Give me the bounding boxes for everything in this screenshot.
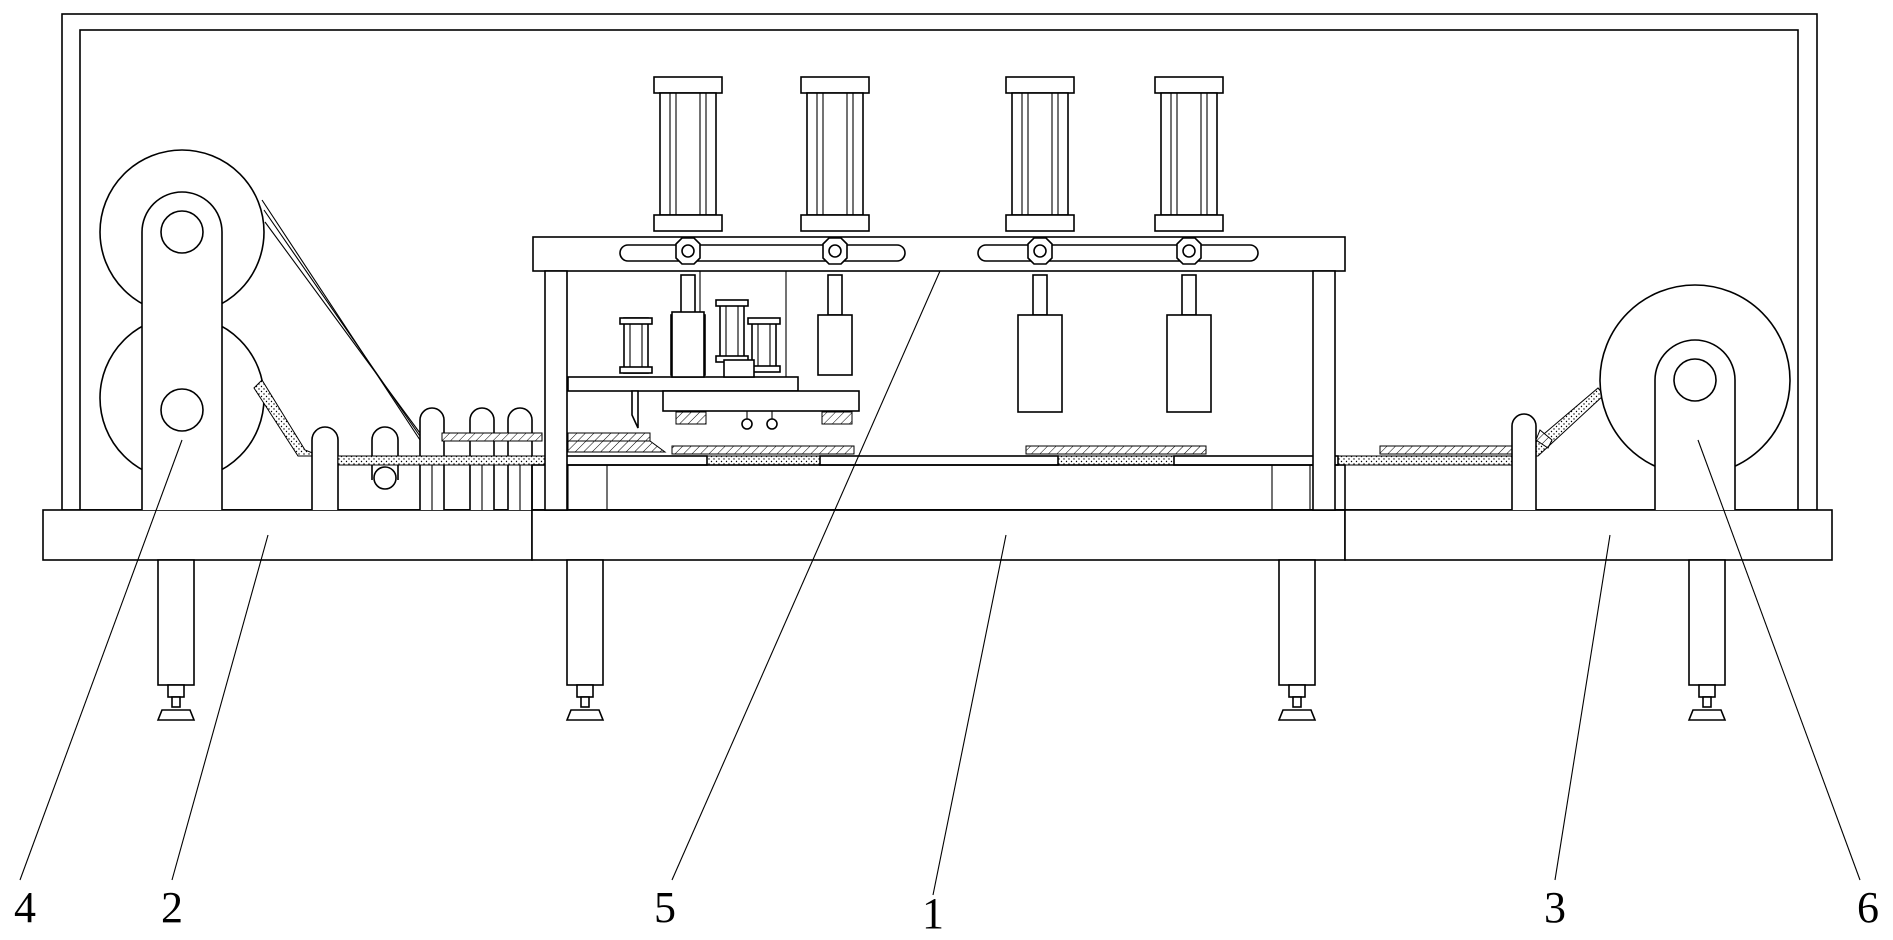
main-platform <box>531 509 1346 561</box>
gantry-frame <box>532 236 1346 511</box>
cylinder <box>1005 76 1075 413</box>
cylinders <box>653 76 1224 413</box>
leg <box>1687 559 1727 721</box>
discharge-platform <box>1344 509 1833 561</box>
label-5: 5 <box>654 883 676 932</box>
cutting-head <box>567 271 860 430</box>
leg <box>565 559 605 721</box>
leader-lines <box>19 270 1861 896</box>
leg <box>1277 559 1317 721</box>
support-legs <box>156 559 1727 721</box>
unwind-roll-assembly <box>99 149 265 510</box>
web-strip <box>337 432 1519 466</box>
rewind-roll-assembly <box>1516 284 1791 510</box>
cylinder <box>800 76 870 376</box>
feed-platform <box>42 509 533 561</box>
label-4: 4 <box>14 883 36 932</box>
web-strands <box>253 199 429 457</box>
base-platforms <box>42 509 1833 561</box>
guide-roller-right <box>1511 413 1553 510</box>
label-3: 3 <box>1544 883 1566 932</box>
leg <box>156 559 196 721</box>
label-1: 1 <box>922 889 944 938</box>
process-table <box>531 464 1346 511</box>
part-labels: 4 2 5 1 3 6 <box>14 883 1879 938</box>
label-6: 6 <box>1857 883 1879 932</box>
cylinder <box>1154 76 1224 413</box>
label-2: 2 <box>161 883 183 932</box>
